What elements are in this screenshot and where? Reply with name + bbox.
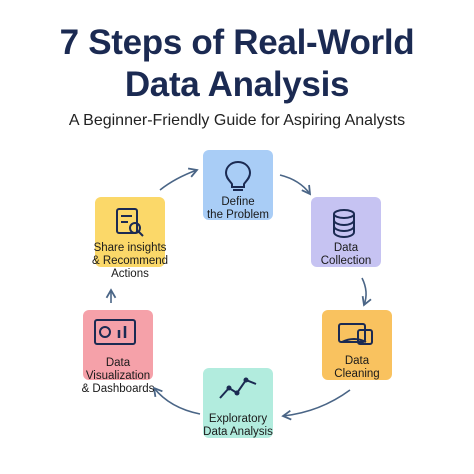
arrow-share-to-define xyxy=(159,167,199,191)
title-line-2: Data Analysis xyxy=(124,65,350,104)
arrow-define-to-collection xyxy=(279,174,312,196)
step-data-cleaning xyxy=(322,310,392,380)
title-line-1: 7 Steps of Real-World xyxy=(59,23,415,62)
cleaning-bucket-icon xyxy=(338,323,373,345)
page-title: 7 Steps of Real-World Data Analysis xyxy=(0,22,474,106)
step-data-visualization xyxy=(83,310,153,380)
step-exploratory-analysis-label: Exploratory Data Analysis xyxy=(203,413,273,438)
subtitle: A Beginner-Friendly Guide for Aspiring A… xyxy=(68,112,406,129)
dashboard-icon xyxy=(94,319,136,345)
step-share-insights xyxy=(95,197,165,267)
lightbulb-icon xyxy=(224,160,252,191)
step-define-problem-label: Define the Problem xyxy=(206,196,269,221)
step-data-cleaning-label: Data Cleaning xyxy=(334,355,380,380)
step-share-insights-label: Share insights & Recommend Actions xyxy=(91,242,169,280)
arrow-eda-to-visualization xyxy=(152,386,201,415)
arrow-cleaning-to-eda xyxy=(281,389,351,421)
step-data-collection xyxy=(311,197,381,267)
arrow-collection-to-cleaning xyxy=(361,277,372,307)
database-icon xyxy=(333,209,355,239)
step-data-visualization-label: Data Visualization & Dashboards xyxy=(81,357,155,395)
step-exploratory-analysis xyxy=(203,368,273,438)
line-chart-icon xyxy=(219,377,257,399)
step-define-problem xyxy=(203,150,273,220)
report-search-icon xyxy=(116,208,144,237)
step-data-collection-label: Data Collection xyxy=(320,242,372,267)
